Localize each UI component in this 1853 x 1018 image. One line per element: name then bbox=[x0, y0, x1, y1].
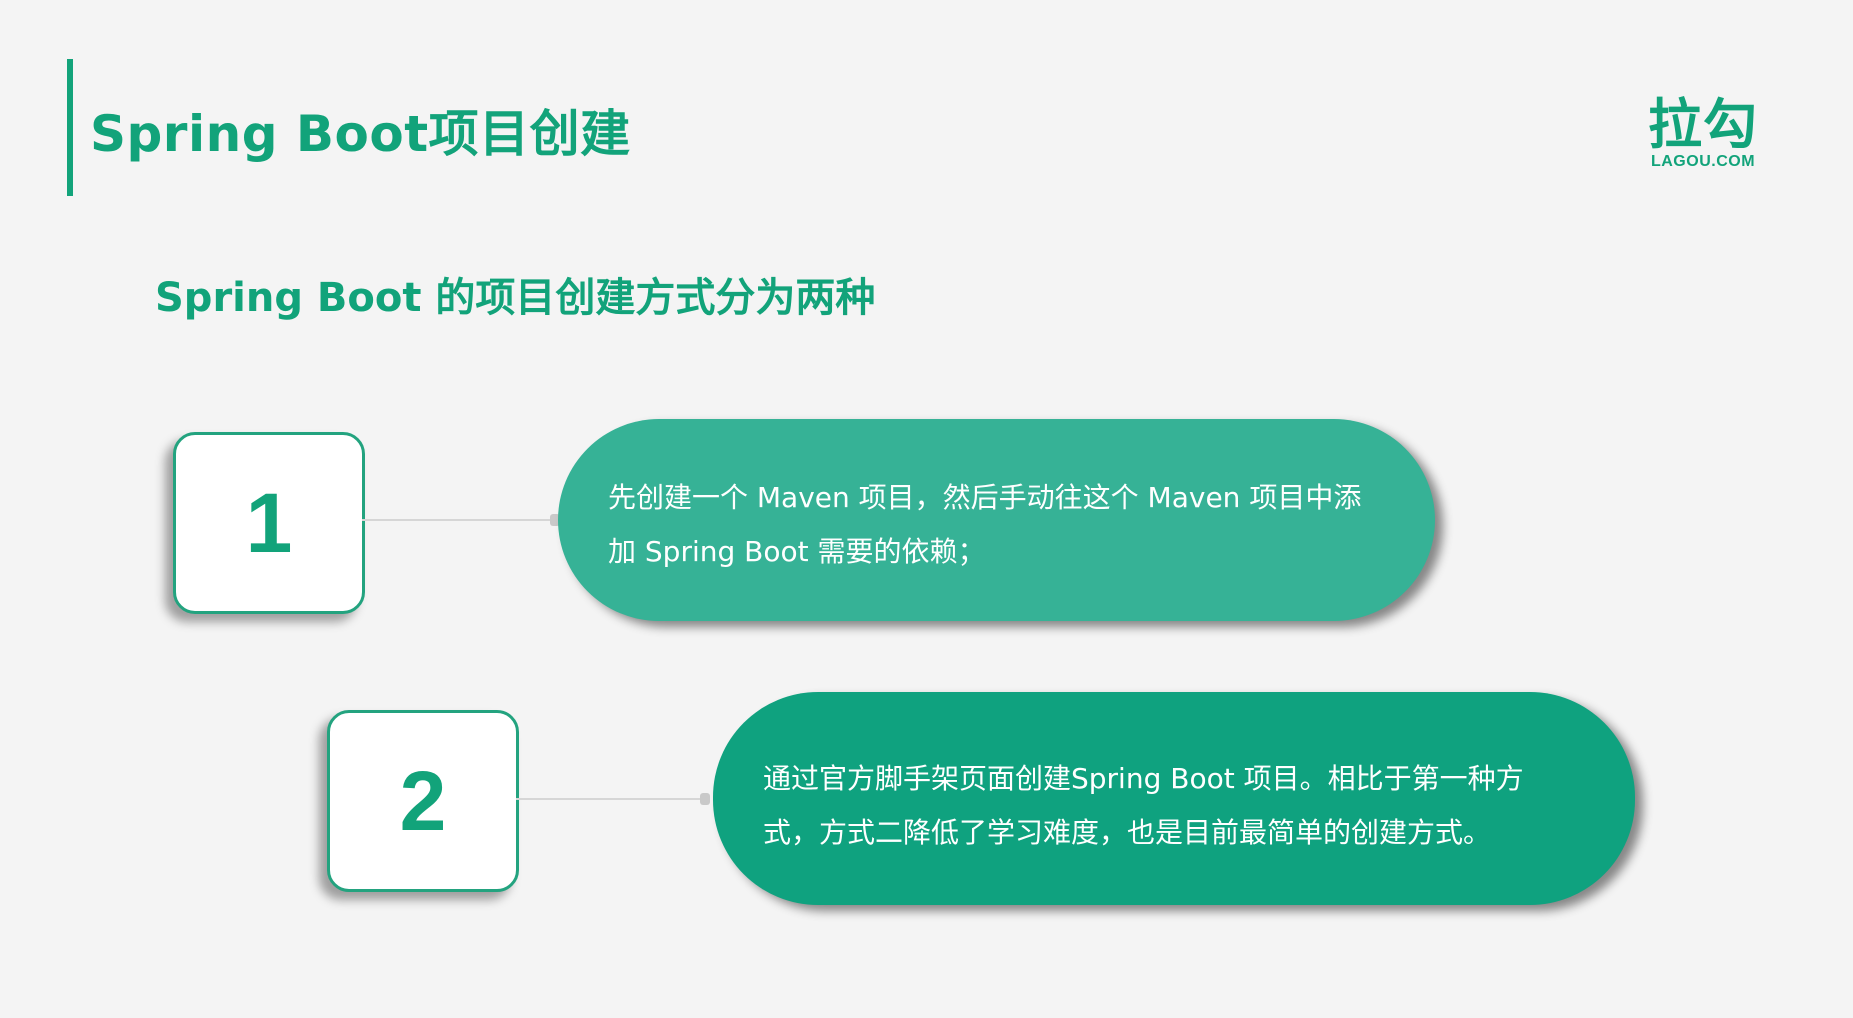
lagou-logo: 拉勾 LAGOU.COM bbox=[1648, 96, 1758, 170]
title-accent-bar bbox=[67, 59, 73, 196]
logo-sub-text: LAGOU.COM bbox=[1650, 153, 1756, 170]
step-2-description: 通过官方脚手架页面创建Spring Boot 项目。相比于第一种方 式，方式二降… bbox=[713, 692, 1635, 905]
step-1-number-box: 1 bbox=[173, 432, 365, 614]
step-1-number: 1 bbox=[245, 475, 293, 570]
step-1-line-2: 加 Spring Boot 需要的依赖； bbox=[608, 535, 986, 568]
logo-main-text: 拉勾 bbox=[1648, 93, 1758, 156]
page-title: Spring Boot项目创建 bbox=[90, 105, 631, 163]
step-1-description: 先创建一个 Maven 项目，然后手动往这个 Maven 项目中添 加 Spri… bbox=[558, 419, 1435, 621]
step-1-connector bbox=[362, 514, 560, 526]
step-1-line-1: 先创建一个 Maven 项目，然后手动往这个 Maven 项目中添 bbox=[608, 481, 1362, 514]
section-subtitle: Spring Boot 的项目创建方式分为两种 bbox=[155, 275, 876, 321]
step-2-line-1: 通过官方脚手架页面创建Spring Boot 项目。相比于第一种方 bbox=[763, 762, 1524, 795]
step-2-line-2: 式，方式二降低了学习难度，也是目前最简单的创建方式。 bbox=[763, 816, 1492, 849]
step-2-number: 2 bbox=[399, 753, 447, 848]
step-2-number-box: 2 bbox=[327, 710, 519, 892]
step-2-connector bbox=[516, 793, 710, 805]
